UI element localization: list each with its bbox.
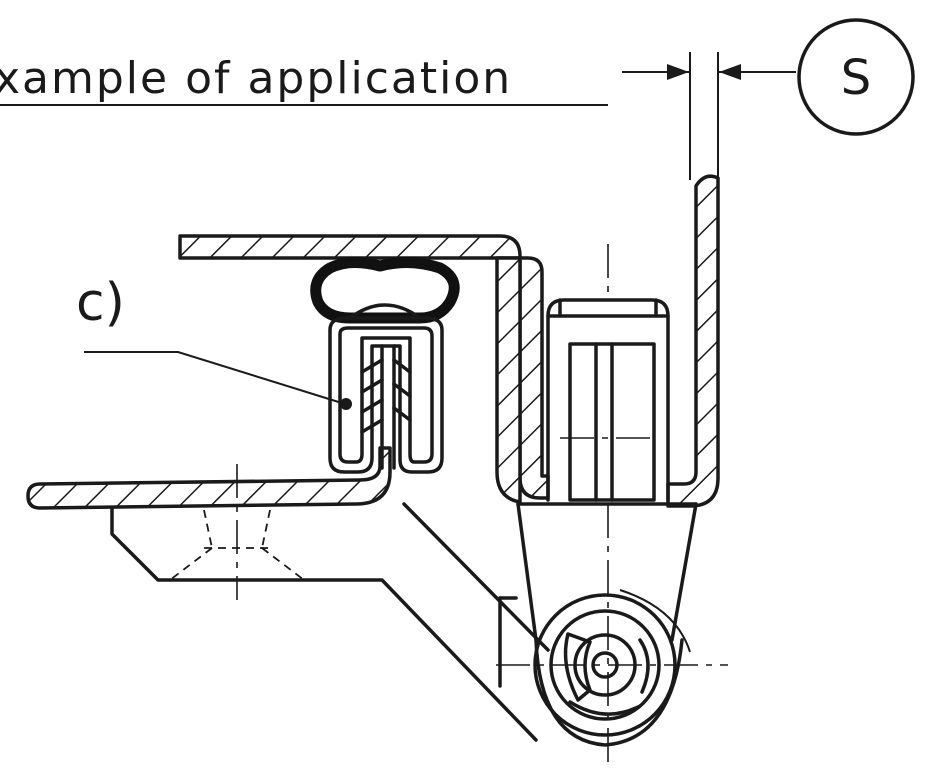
countersunk-hole [169, 464, 305, 600]
top-panel [178, 234, 550, 500]
detail-marker-circle [797, 18, 915, 136]
edge-seal-bulb [310, 257, 460, 324]
callout-dot [340, 398, 352, 410]
fastener-block [546, 244, 670, 502]
right-panel [666, 174, 720, 508]
bottom-panel [26, 446, 392, 510]
top-panel-flange [495, 256, 522, 504]
thickness-dimension: S [622, 18, 915, 180]
edge-trim-profile [328, 316, 444, 474]
detail-marker-label: S [841, 50, 871, 106]
callout-c: c) [76, 273, 352, 410]
title-block: xample of application [0, 53, 608, 106]
callout-label: c) [76, 273, 125, 333]
hinge-housing [496, 502, 728, 770]
support-bracket [110, 506, 538, 742]
drawing-title: xample of application [0, 53, 512, 104]
